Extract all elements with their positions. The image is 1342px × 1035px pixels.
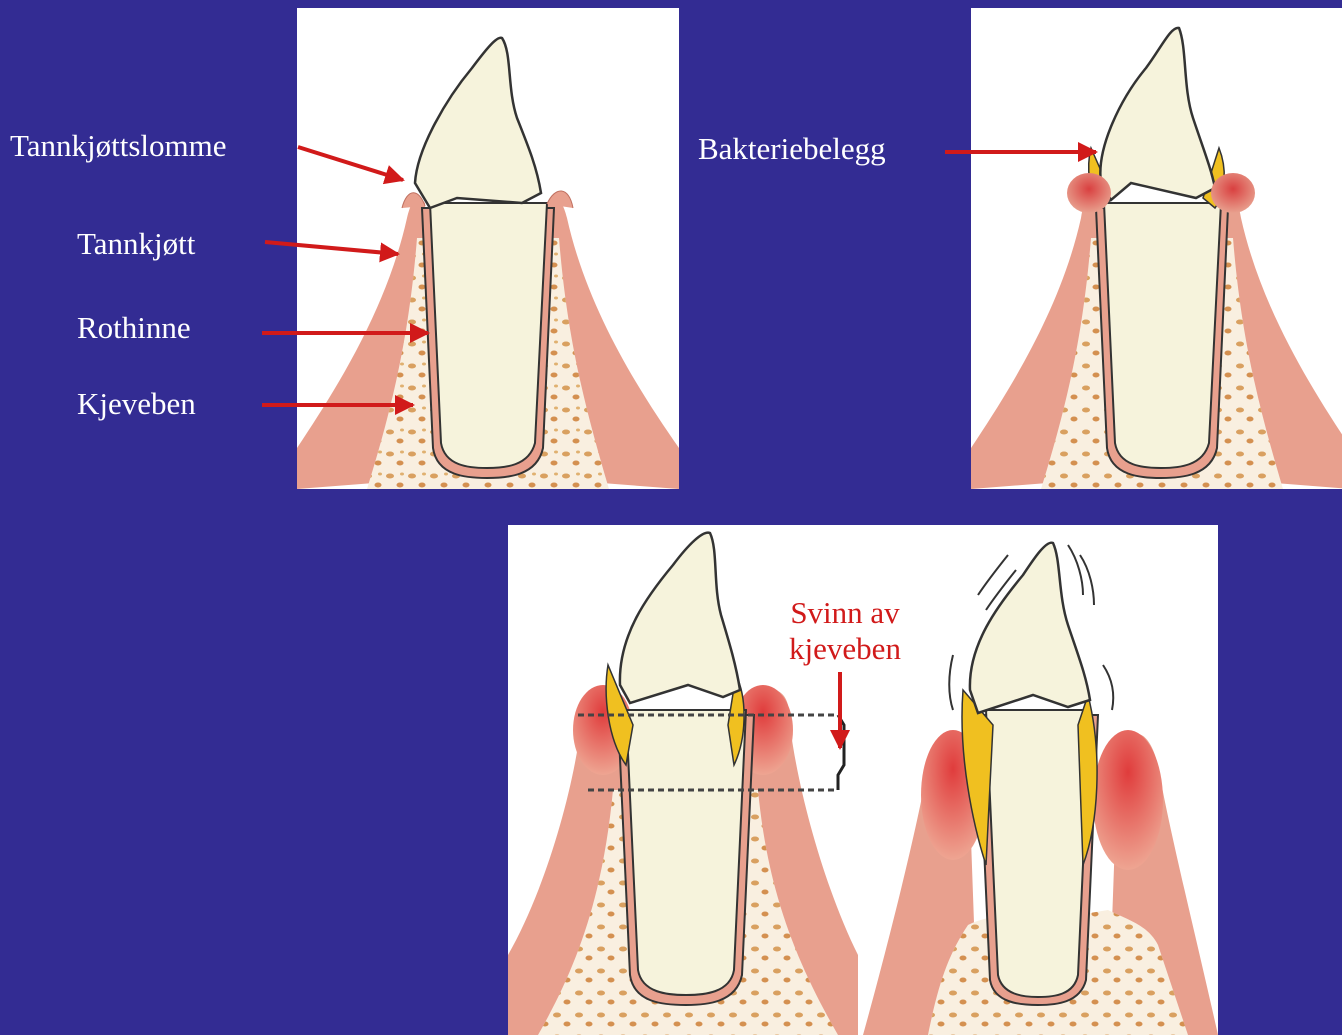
label-plaque: Bakteriebelegg	[698, 133, 886, 164]
label-bone-loss: Svinn av kjeveben	[760, 595, 930, 666]
label-bone-loss-line1: Svinn av	[760, 595, 930, 631]
plaque-tooth-illustration	[971, 8, 1342, 489]
label-root-membrane: Rothinne	[77, 312, 191, 343]
label-bone-loss-line2: kjeveben	[760, 631, 930, 667]
label-gum: Tannkjøtt	[77, 228, 195, 259]
label-pocket: Tannkjøttslomme	[10, 130, 227, 161]
healthy-tooth-illustration	[297, 8, 679, 489]
label-jawbone: Kjeveben	[77, 388, 196, 419]
